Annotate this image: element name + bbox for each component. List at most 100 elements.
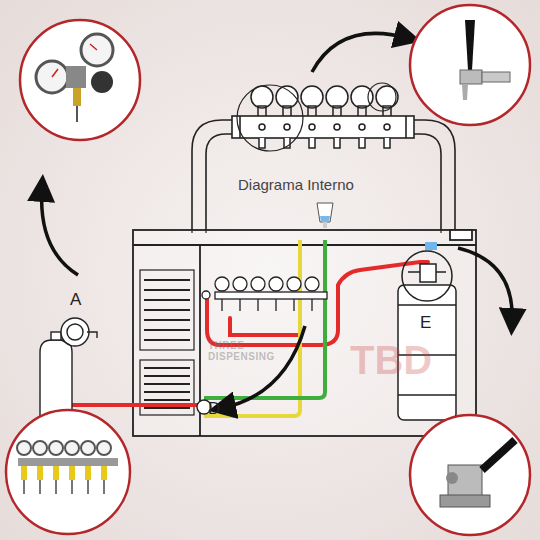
gas-manifold [215,277,229,291]
beer-line [204,240,300,416]
manifold-detail [17,441,31,455]
gas-hose [70,352,203,405]
tap-handles [284,124,290,130]
keg [420,264,436,282]
compressor-grille [144,280,190,340]
compressor-grille [140,270,194,350]
faucet-detail [482,72,510,82]
regulator-detail [91,71,113,93]
drip-glass [317,203,333,228]
manifold-detail [81,441,95,455]
beer-tower [410,134,441,233]
diagram-title: Diagrama Interno [238,176,354,193]
beer-tower [405,116,407,138]
co2-cylinder [61,340,70,345]
beer-line [204,240,325,398]
regulator-detail [73,88,81,106]
manifold-detail [69,466,75,480]
co2-cylinder [87,332,97,338]
pointer-arrow [42,188,78,275]
co2-cylinder [51,332,61,340]
gas-manifold [305,277,319,291]
faucet-detail [465,20,475,70]
beer-tower [192,120,235,233]
drip-glass [323,222,327,228]
tap-handles [326,86,348,108]
manifold-detail [21,466,27,480]
callout-letter: D [208,399,220,419]
faucet-detail [410,5,530,125]
tap-highlight [368,83,396,111]
beer-tower [410,120,455,233]
gas-manifold [222,299,312,311]
drip-glass [320,216,330,222]
manifold-detail [97,441,111,455]
compressor-grille [140,270,194,415]
gas-hose [230,318,300,335]
manifold-detail [17,441,111,455]
callout-letter: A [70,290,81,310]
manifold-detail [18,458,118,466]
compressor-grille [144,368,190,408]
pointer-arrow [312,33,408,72]
beer-tower [206,134,235,233]
manifold-detail [101,466,107,480]
gas-manifold [233,277,247,291]
manifold-detail [6,410,130,534]
gas-manifold [287,277,301,291]
keg [402,251,452,301]
faucet-detail [410,5,530,125]
manifold-detail [85,466,91,480]
tap-fitting [425,242,437,250]
drip-glass [317,203,333,222]
pointer-arrow [222,326,305,408]
tap-handles [251,86,398,148]
gas-manifold [202,291,210,299]
tap-handles [384,124,390,130]
manifold-detail [33,441,47,455]
gas-manifold [202,277,327,311]
coupler-detail [410,415,530,535]
pointer-arrow [458,248,512,322]
gas-manifold [215,292,327,299]
co2-cylinder [61,318,89,346]
tap-handles [259,124,265,130]
tap-handles [259,138,390,148]
regulator-detail [66,66,86,88]
regulator-detail [20,20,140,140]
tap-handles [359,124,365,130]
manifold-detail [21,466,107,480]
keg [408,271,446,273]
keg [398,251,456,420]
tap-highlight [237,85,303,151]
tap-handles [258,106,391,116]
callout-letter: E [420,313,431,333]
coupler-detail [482,440,515,470]
gas-manifold [269,277,283,291]
coupler-detail [446,472,458,484]
regulator-detail [20,20,140,140]
faucet-detail [462,84,468,100]
regulator-detail [76,106,78,122]
cabinet [133,244,476,246]
gas-manifold [251,277,265,291]
beer-tower [192,116,455,233]
tap-handles [376,86,398,108]
beer-tower [239,116,241,138]
manifold-detail [53,466,59,480]
manifold-detail [24,480,104,494]
tap-handles [309,124,315,130]
gas-hose [70,262,428,405]
tap-handles [301,86,323,108]
manifold-detail [6,410,130,534]
tap-handles [334,124,340,130]
coupler-detail [410,415,530,535]
coupler-detail [440,495,490,507]
gas-hose [207,262,428,345]
beer-tower [232,116,414,138]
co2-cylinder [67,324,83,340]
watermark: TBD [350,338,432,383]
cabinet [450,230,472,240]
